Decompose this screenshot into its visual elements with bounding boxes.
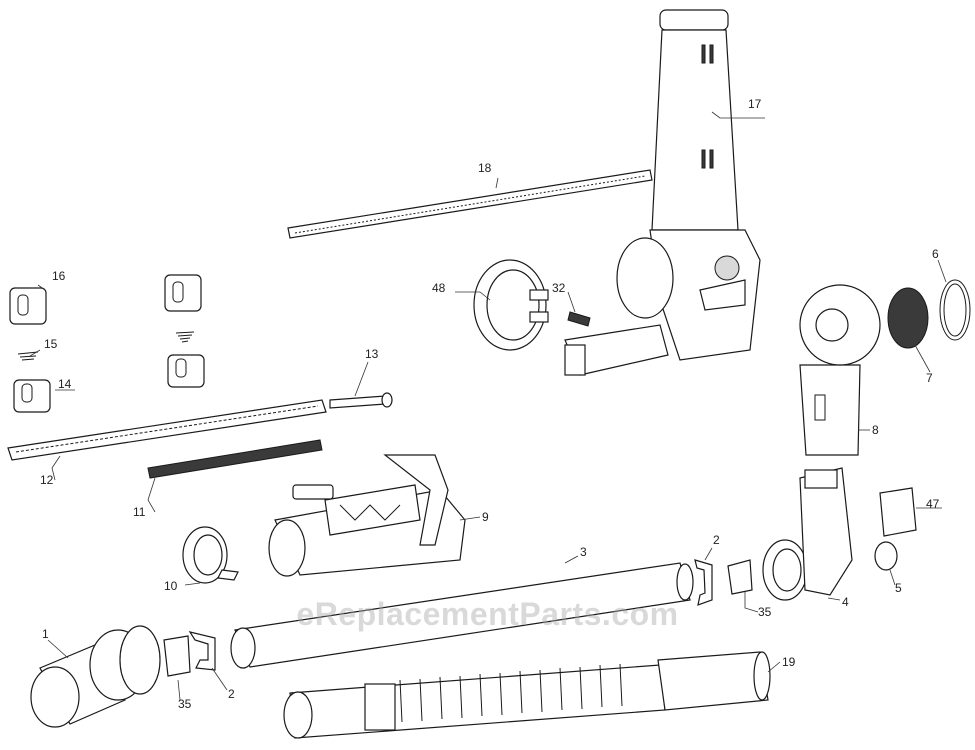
label-10: 10	[164, 579, 178, 593]
label-11: 11	[133, 505, 146, 519]
label-6: 6	[932, 247, 939, 261]
label-17: 17	[748, 97, 762, 111]
part-35-gasket	[163, 559, 753, 677]
part-19-flex-hose	[283, 651, 771, 739]
part-13-pin	[329, 392, 393, 409]
part-16-clip	[9, 274, 202, 325]
part-32-screw	[567, 311, 591, 327]
part-10-collar	[182, 526, 239, 584]
part-47-label	[879, 487, 917, 537]
label-3: 3	[580, 545, 587, 559]
label-47: 47	[926, 497, 940, 511]
part-48-clamp-ring	[473, 259, 549, 351]
label-12: 12	[40, 473, 54, 487]
part-18-depth-rod	[287, 169, 653, 239]
label-16: 16	[52, 269, 66, 283]
label-4: 4	[842, 595, 849, 609]
label-14: 14	[58, 377, 72, 391]
label-35-right: 35	[758, 605, 772, 619]
part-5-cap	[874, 541, 898, 571]
label-18: 18	[478, 161, 492, 175]
part-3-extension-tube	[230, 562, 694, 669]
label-15: 15	[44, 337, 58, 351]
callout-labels: 17 18 48 32 16 15 14 13 12 11 9 10 3 2 3…	[40, 97, 940, 711]
label-2-left: 2	[228, 687, 235, 701]
label-5: 5	[895, 581, 902, 595]
part-2-clip	[188, 559, 713, 671]
label-35-left: 35	[178, 697, 192, 711]
part-17-side-handle	[564, 9, 761, 376]
label-2-right: 2	[713, 533, 720, 547]
part-11-spring-rod	[147, 439, 323, 479]
part-8-bracket	[799, 364, 861, 456]
label-48: 48	[432, 281, 446, 295]
part-6-snap-ring	[939, 279, 971, 341]
label-19: 19	[782, 655, 796, 669]
part-14-clip-base	[13, 354, 205, 413]
label-9: 9	[482, 510, 489, 524]
leader-lines	[29, 111, 947, 701]
label-8: 8	[872, 423, 879, 437]
label-13: 13	[365, 347, 379, 361]
label-32: 32	[552, 281, 566, 295]
label-7: 7	[926, 371, 933, 385]
part-12-long-rod	[7, 399, 327, 461]
part-9-housing	[268, 454, 466, 577]
part-7-filter-disc	[799, 284, 929, 366]
part-15-spring	[17, 331, 195, 361]
label-1: 1	[42, 627, 49, 641]
part-4-elbow	[762, 467, 853, 601]
part-1-nozzle	[30, 625, 161, 728]
